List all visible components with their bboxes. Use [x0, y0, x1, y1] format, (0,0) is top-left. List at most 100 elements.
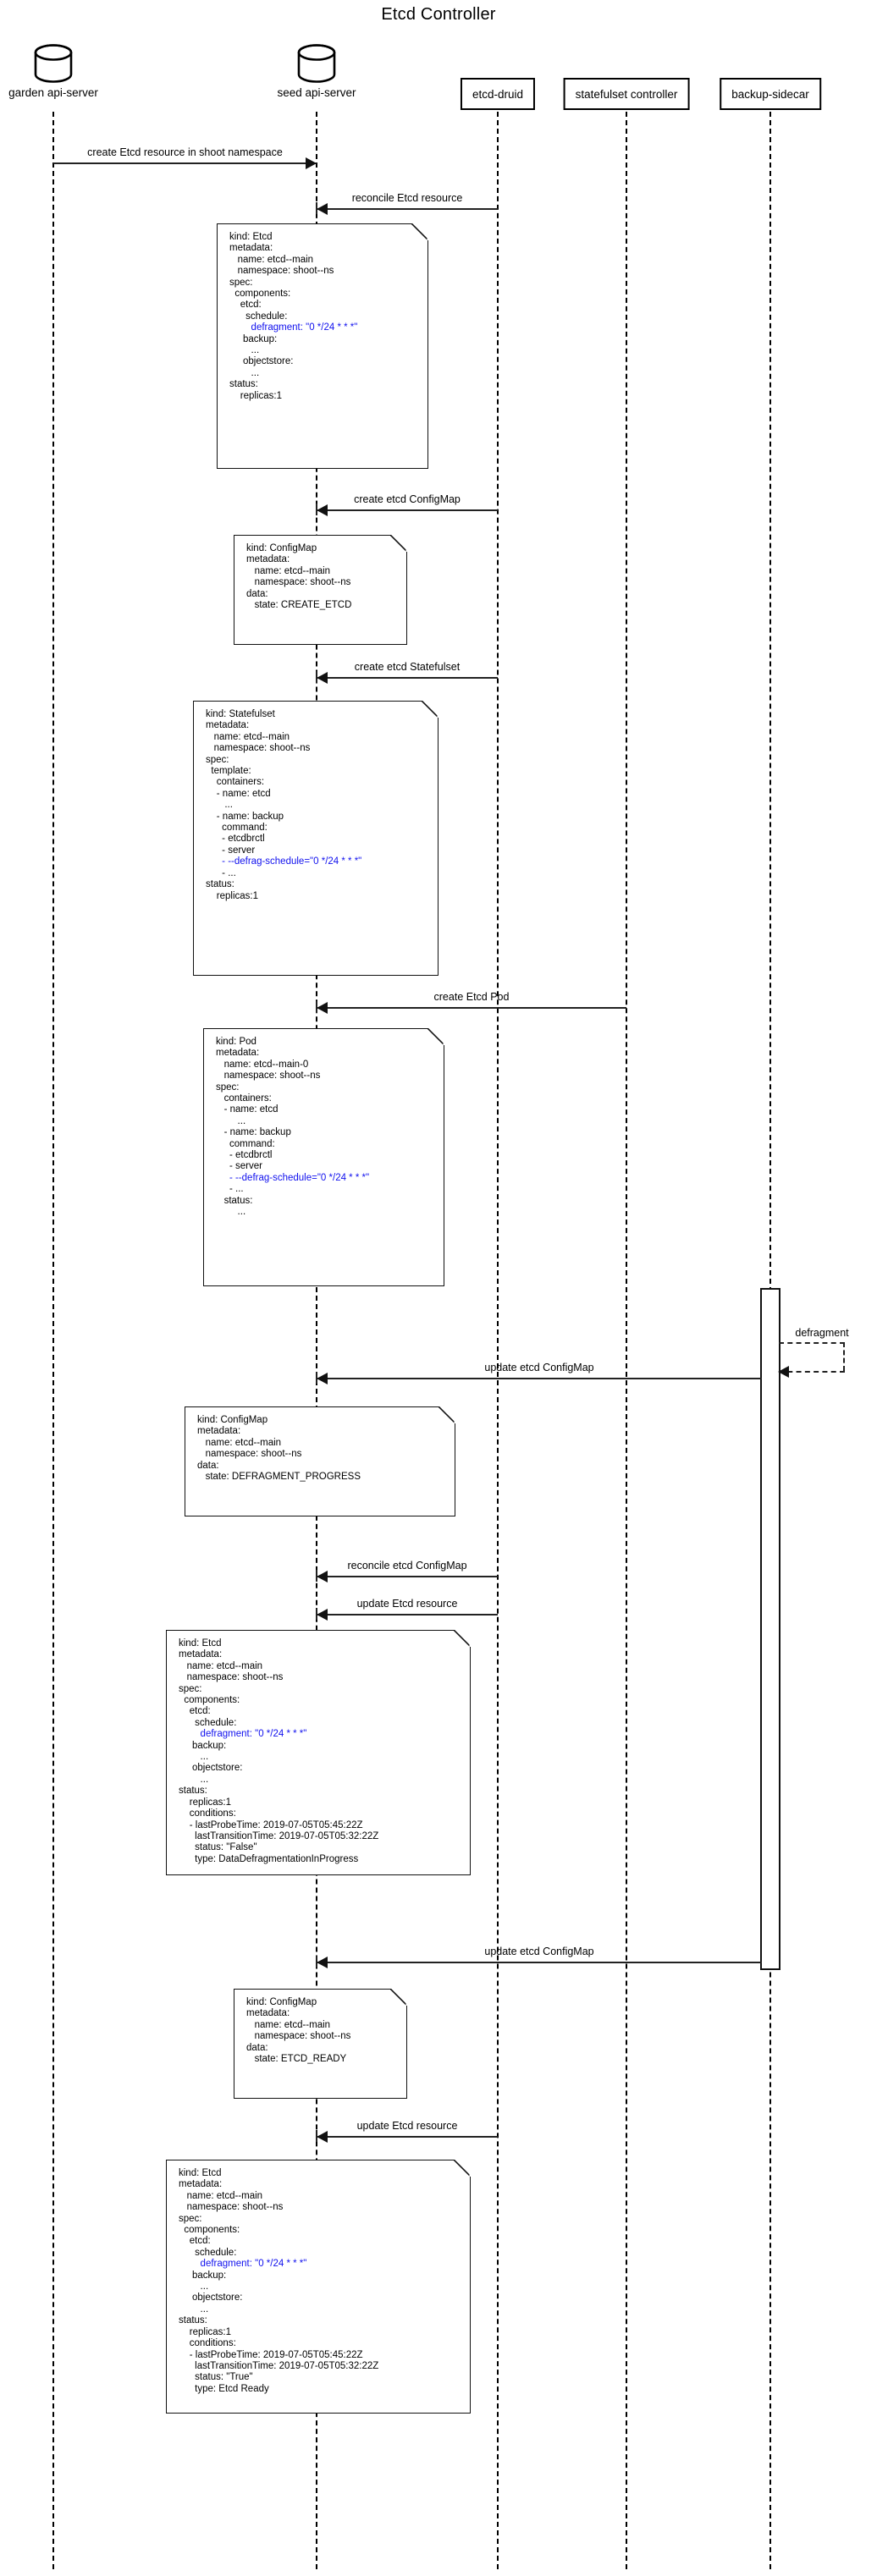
- note-configmap-defragment-progress: kind: ConfigMap metadata: name: etcd--ma…: [185, 1406, 457, 1516]
- note-fold-corner-icon: [421, 700, 440, 718]
- note-line: status:: [179, 1786, 207, 1797]
- note-line: ...: [216, 1115, 246, 1126]
- note-line: metadata:: [197, 1426, 241, 1437]
- note-line: namespace: shoot--ns: [206, 743, 311, 754]
- note-line: components:: [179, 1695, 240, 1706]
- note-line: type: DataDefragmentationInProgress: [179, 1853, 359, 1864]
- note-line: replicas:1: [206, 890, 258, 901]
- message-endcap-m3: [316, 504, 317, 515]
- note-line: components:: [179, 2225, 240, 2236]
- note-line: spec:: [216, 1082, 240, 1093]
- note-line: name: etcd--main: [229, 254, 314, 265]
- note-line: metadata:: [246, 2008, 290, 2019]
- note-configmap-etcd-ready: kind: ConfigMap metadata: name: etcd--ma…: [234, 1988, 409, 2099]
- message-arrowhead-icon-m4: [317, 672, 328, 684]
- note-line: name: etcd--main: [179, 1660, 263, 1671]
- message-label-m8: reconcile etcd ConfigMap: [347, 1560, 467, 1571]
- message-line-m4: [317, 677, 498, 679]
- note-line: - server: [206, 845, 256, 856]
- message-label-m10: update etcd ConfigMap: [484, 1946, 594, 1957]
- note-line: status:: [179, 2315, 207, 2326]
- note-line: - etcdbrctl: [216, 1150, 273, 1161]
- message-line-m8: [317, 1576, 498, 1577]
- note-line: kind: Etcd: [229, 232, 273, 242]
- note-etcd-ready: kind: Etcd metadata: name: etcd--main na…: [166, 2159, 472, 2414]
- lifeline-statefulset-controller: [626, 112, 627, 2569]
- note-line: ...: [229, 345, 260, 356]
- note-line: schedule:: [229, 311, 288, 322]
- note-line: ...: [179, 2304, 209, 2315]
- note-line: - etcdbrctl: [206, 834, 265, 845]
- note-line: namespace: shoot--ns: [246, 2031, 351, 2042]
- note-line: ...: [179, 2282, 209, 2293]
- note-line: etcd:: [179, 2236, 211, 2247]
- note-line: - lastProbeTime: 2019-07-05T05:45:22Z: [179, 2349, 363, 2360]
- note-line: objectstore:: [179, 1763, 243, 1774]
- actor-box-statefulset-controller[interactable]: statefulset controller: [563, 78, 690, 110]
- note-body: kind: ConfigMap metadata: name: etcd--ma…: [234, 1990, 406, 2072]
- message-line-m2: [317, 208, 498, 210]
- message-endcap-m4: [316, 671, 317, 683]
- note-line: - ...: [206, 867, 236, 878]
- note-fold-corner-icon: [438, 1406, 457, 1424]
- message-label-m3: create etcd ConfigMap: [354, 493, 461, 505]
- message-label-m2: reconcile Etcd resource: [351, 192, 463, 204]
- note-line: lastTransitionTime: 2019-07-05T05:32:22Z: [179, 1830, 379, 1841]
- note-statefulset: kind: Statefulset metadata: name: etcd--…: [193, 700, 440, 976]
- note-line: spec:: [206, 754, 229, 765]
- lifeline-etcd-druid: [497, 112, 499, 2569]
- note-line: spec:: [179, 1683, 202, 1694]
- note-line: containers:: [206, 777, 265, 788]
- note-line: kind: Pod: [216, 1037, 256, 1047]
- message-arrowhead-icon-m9: [317, 1609, 328, 1621]
- message-arrowhead-icon-m3: [317, 504, 328, 516]
- message-arrowhead-icon-m7: [317, 1373, 328, 1384]
- note-line: replicas:1: [229, 390, 282, 401]
- note-line: kind: Etcd: [179, 2168, 222, 2178]
- self-message-m6: [778, 1342, 845, 1378]
- note-line: type: Etcd Ready: [179, 2383, 269, 2394]
- note-line: status:: [206, 879, 234, 890]
- note-fold-corner-icon: [411, 223, 430, 241]
- note-line: - name: etcd: [216, 1104, 279, 1115]
- note-line: name: etcd--main-0: [216, 1059, 309, 1070]
- message-line-m3: [317, 509, 498, 511]
- message-label-m4: create etcd Statefulset: [354, 661, 461, 673]
- note-etcd-defragmentation-in-progress: kind: Etcd metadata: name: etcd--main na…: [166, 1629, 472, 1875]
- self-message-top-segment: [779, 1342, 845, 1344]
- note-line: components:: [229, 289, 291, 300]
- message-arrowhead-icon-m8: [317, 1571, 328, 1582]
- note-line: name: etcd--main: [246, 565, 331, 576]
- note-line: name: etcd--main: [197, 1437, 282, 1448]
- note-fold-corner-icon: [453, 1629, 472, 1648]
- message-label-m7: update etcd ConfigMap: [484, 1362, 594, 1373]
- lifeline-garden-api-server: [52, 112, 54, 2569]
- message-endcap-m5: [316, 1001, 317, 1013]
- note-line: backup:: [229, 333, 278, 344]
- lifeline-seed-api-server: [316, 112, 317, 2569]
- note-body: kind: Etcd metadata: name: etcd--main na…: [167, 2160, 470, 2402]
- note-line: defragment: "0 */24 * * *": [179, 1729, 307, 1740]
- message-arrowhead-icon-m11: [317, 2131, 328, 2143]
- note-line: metadata:: [179, 1649, 223, 1660]
- note-line: replicas:1: [179, 2326, 231, 2337]
- actor-box-backup-sidecar[interactable]: backup-sidecar: [720, 78, 821, 110]
- note-line: status: "False": [179, 1842, 257, 1853]
- note-line: namespace: shoot--ns: [197, 1449, 302, 1460]
- note-fold-corner-icon: [427, 1027, 446, 1046]
- page-title: Etcd Controller: [381, 5, 496, 24]
- note-fold-corner-icon: [389, 1988, 409, 2006]
- note-line: ...: [216, 1207, 246, 1218]
- note-line: state: CREATE_ETCD: [246, 600, 352, 611]
- message-label-m5: create Etcd Pod: [433, 991, 510, 1003]
- actor-box-etcd-druid[interactable]: etcd-druid: [460, 78, 536, 110]
- actor-label-seed-api-server: seed api-server: [277, 86, 356, 99]
- note-line: kind: ConfigMap: [246, 543, 317, 553]
- actor-label-garden-api-server: garden api-server: [8, 86, 98, 99]
- note-line: kind: Statefulset: [206, 709, 275, 719]
- note-line: status:: [216, 1195, 253, 1206]
- note-line: schedule:: [179, 2247, 237, 2258]
- note-line: status: "True": [179, 2372, 253, 2383]
- note-line: conditions:: [179, 1808, 236, 1819]
